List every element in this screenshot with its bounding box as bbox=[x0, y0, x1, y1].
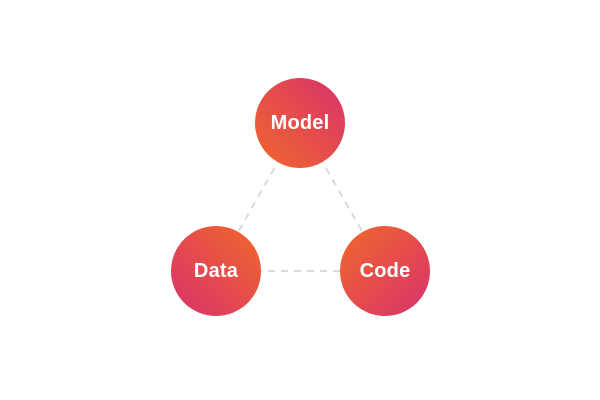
node-model: Model bbox=[255, 78, 345, 168]
node-model-label: Model bbox=[270, 111, 330, 134]
node-code-label: Code bbox=[359, 259, 411, 282]
node-data-label: Data bbox=[193, 259, 239, 282]
node-code: Code bbox=[340, 226, 430, 316]
node-data: Data bbox=[171, 226, 261, 316]
